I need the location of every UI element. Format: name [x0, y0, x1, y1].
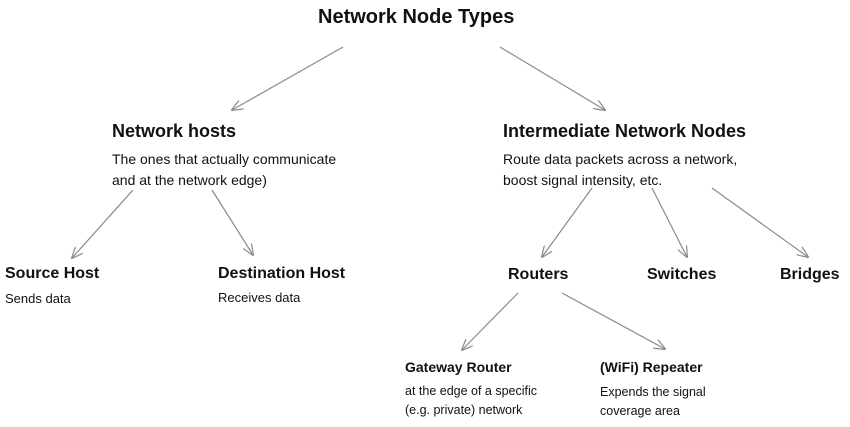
bridges-label: Bridges: [780, 266, 840, 283]
source-host-label: Source Host: [5, 265, 100, 282]
source-host-desc: Sends data: [5, 291, 71, 306]
gateway-router-desc-line2: (e.g. private) network: [405, 403, 523, 417]
network-hosts-label: Network hosts: [112, 121, 237, 141]
gateway-router-desc-line1: at the edge of a specific: [405, 384, 538, 398]
arrow-intermediate-to-routers: [542, 187, 593, 257]
network-hosts-desc-line2: and at the network edge): [112, 172, 267, 188]
wifi-repeater-desc-line2: coverage area: [600, 404, 680, 418]
intermediate-nodes-label: Intermediate Network Nodes: [503, 121, 747, 141]
wifi-repeater-desc-line1: Expends the signal: [600, 385, 706, 399]
switches-label: Switches: [647, 266, 717, 283]
routers-label: Routers: [508, 266, 569, 283]
arrow-hosts-to-source-host: [72, 189, 134, 258]
arrow-root-to-network-hosts: [232, 46, 344, 110]
arrow-intermediate-to-switches: [651, 187, 687, 257]
wifi-repeater-label: (WiFi) Repeater: [600, 359, 703, 375]
destination-host-label: Destination Host: [218, 265, 346, 282]
diagram-title: Network Node Types: [318, 6, 515, 28]
network-hosts-desc-line1: The ones that actually communicate: [112, 151, 337, 167]
intermediate-nodes-desc-line1: Route data packets across a network,: [503, 151, 738, 167]
arrow-routers-to-wifi-repeater: [561, 292, 665, 349]
gateway-router-label: Gateway Router: [405, 359, 512, 375]
arrow-root-to-intermediate-nodes: [499, 46, 605, 110]
arrow-hosts-to-destination-host: [211, 189, 253, 255]
arrow-routers-to-gateway-router: [462, 292, 519, 350]
destination-host-desc: Receives data: [218, 290, 301, 305]
intermediate-nodes-desc-line2: boost signal intensity, etc.: [503, 172, 663, 188]
arrow-intermediate-to-bridges: [711, 187, 808, 257]
